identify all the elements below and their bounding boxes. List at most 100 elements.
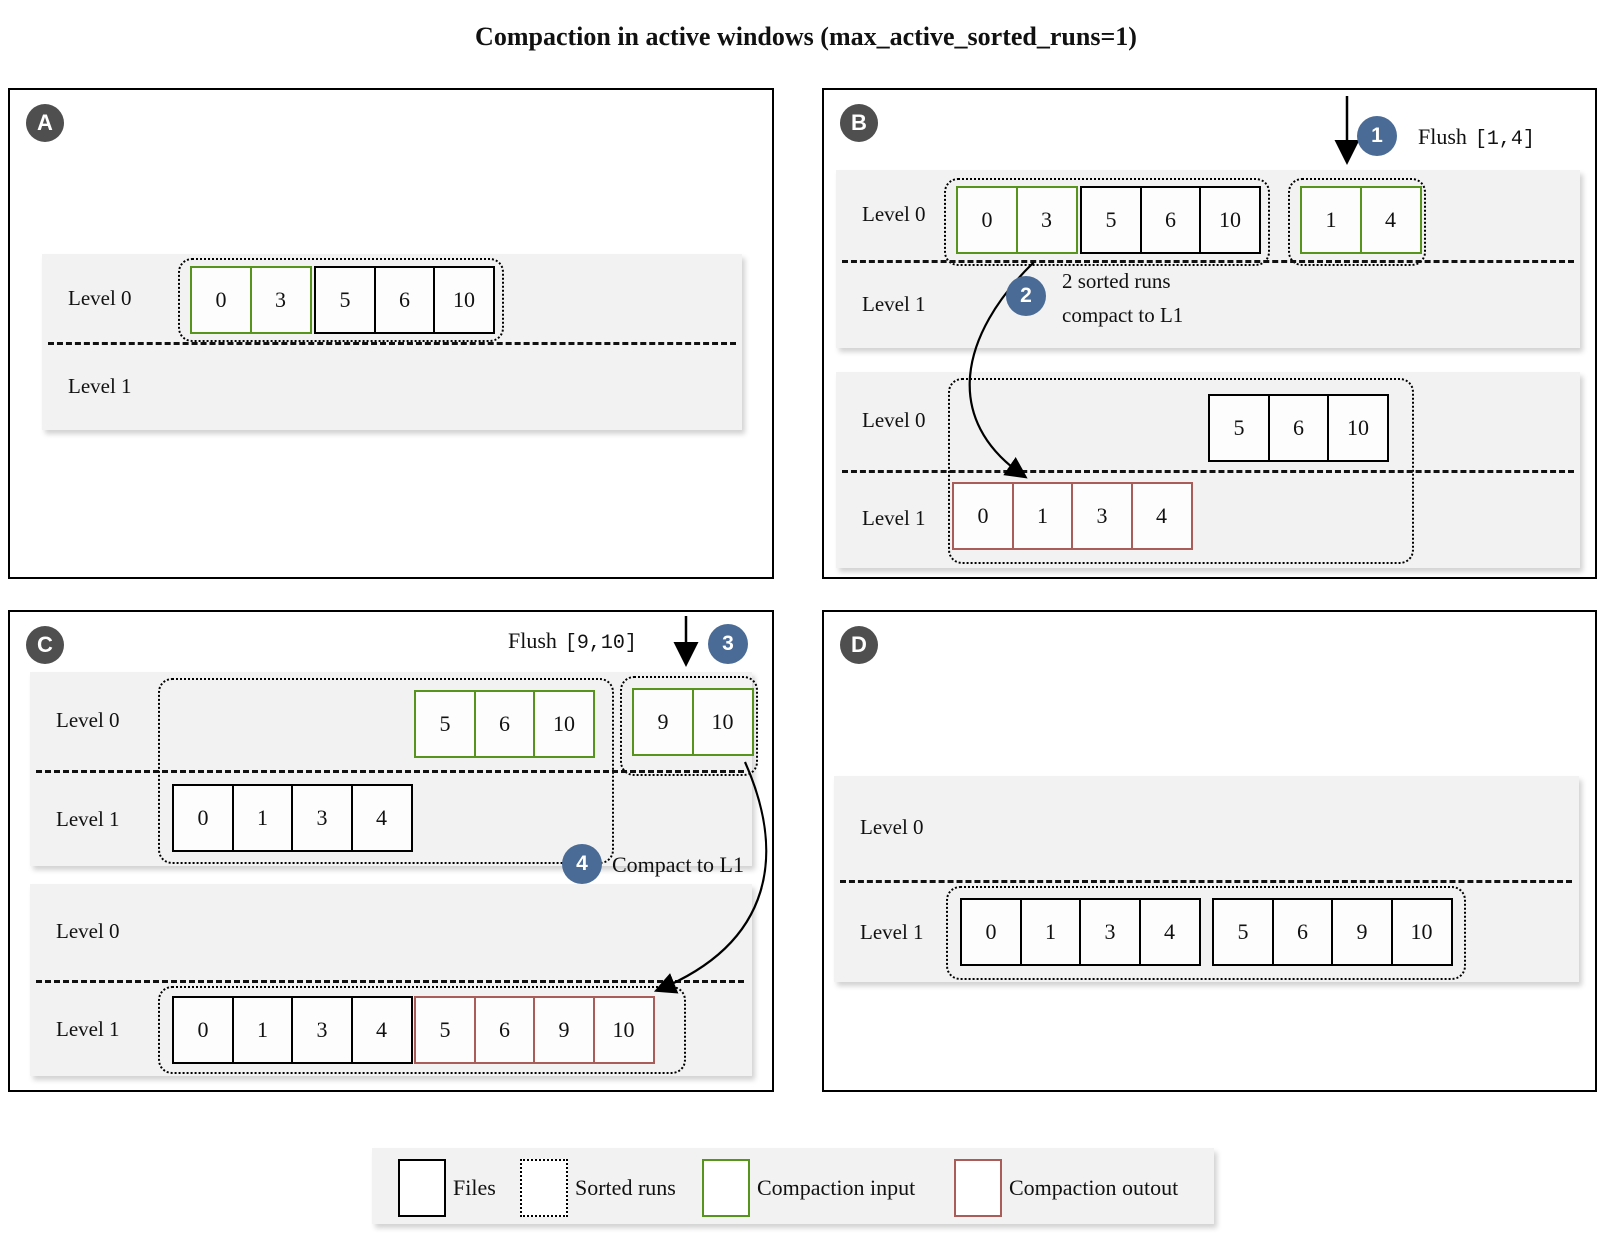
sorted-run-outline [158,986,686,1074]
file-box: 0 [190,266,252,334]
level-label: Level 0 [56,707,120,732]
files-swatch [398,1159,446,1217]
file-box: 10 [1390,898,1453,966]
panel-d: D Level 0 Level 1 0 1 3 4 5 6 9 10 [822,610,1597,1092]
file-group: 5 6 10 [1080,186,1261,254]
level-label: Level 1 [68,373,132,398]
panel-c: C Flush [9,10] 3 Level 0 5 6 10 9 [8,610,774,1092]
level-divider [48,342,736,345]
file-box: 6 [1139,186,1202,254]
sorted-runs-swatch [520,1159,568,1217]
file-box: 3 [291,996,353,1064]
file-box: 1 [231,784,294,852]
file-box: 9 [533,996,595,1064]
legend-item-files: Files [398,1159,496,1217]
file-box: 10 [1199,186,1261,254]
file-group-compaction-output: 0 1 3 4 [952,482,1193,550]
compact-caption-line2: compact to L1 [1062,303,1184,327]
file-box: 3 [1071,482,1133,550]
file-group: 5 6 9 10 [1212,898,1453,966]
file-box: 3 [1079,898,1141,966]
file-box: 5 [314,266,376,334]
level-divider [842,260,1574,263]
file-box: 3 [249,266,312,334]
sorted-run-outline [946,886,1466,980]
flush-range: [1,4] [1474,128,1535,151]
file-box: 6 [1271,898,1334,966]
file-box: 3 [1015,186,1078,254]
file-box: 5 [1212,898,1274,966]
file-group-flushed: 1 4 [1300,186,1422,254]
file-box: 6 [473,996,536,1064]
step-badge-2: 2 [1006,276,1046,316]
file-box: 10 [1327,394,1389,462]
file-box: 1 [231,996,294,1064]
level-band: Level 0 0 3 5 6 10 Level 1 [42,254,742,430]
level-label: Level 1 [56,1016,120,1041]
file-group: 0 1 3 4 [960,898,1201,966]
step-badge-4: 4 [562,844,602,884]
file-group: 5 6 10 [1208,394,1389,462]
panel-badge-a: A [26,104,64,142]
panel-badge-c: C [26,626,64,664]
panel-b: B 1 Flush[1,4] Level 0 0 3 5 6 [822,88,1597,579]
file-box: 1 [1300,186,1362,254]
file-box: 1 [1019,898,1082,966]
file-box: 10 [691,688,754,756]
legend-label: Sorted runs [575,1175,676,1200]
panel-badge-b: B [840,104,878,142]
flush-caption: Flush [9,10] [508,628,637,655]
file-box: 1 [1011,482,1074,550]
level-label: Level 1 [860,919,924,944]
file-box: 5 [414,996,476,1064]
file-box: 0 [952,482,1014,550]
flush-caption: Flush[1,4] [1418,124,1535,151]
file-group-flushed: 9 10 [632,688,754,756]
file-box: 5 [1080,186,1142,254]
flush-label: Flush [508,628,557,653]
compact-caption: 2 sorted runs compact to L1 [1062,264,1183,332]
level-label: Level 1 [56,806,120,831]
legend-label: Compaction outout [1009,1175,1179,1200]
file-box: 4 [1138,898,1201,966]
file-box: 4 [1359,186,1422,254]
file-group-compaction-input: 0 3 [190,266,312,334]
file-box: 9 [632,688,694,756]
panel-a: A Level 0 0 3 5 6 10 Level 1 [8,88,774,579]
level-label: Level 0 [860,814,924,839]
level-band: Level 0 Level 1 0 1 3 4 5 6 9 10 [834,776,1579,982]
level-band: Level 0 5 6 10 Level 1 0 1 3 4 [836,372,1580,568]
file-box: 3 [291,784,353,852]
level-label: Level 1 [862,291,926,316]
level-label: Level 0 [68,285,132,310]
legend-label: Files [453,1175,496,1200]
diagram-title: Compaction in active windows (max_active… [475,22,1137,51]
file-box: 6 [1267,394,1330,462]
compaction-output-swatch [954,1159,1002,1217]
step-badge-1: 1 [1357,116,1397,156]
file-group-compaction-input: 0 3 [956,186,1078,254]
file-group: 0 1 3 4 [172,784,413,852]
flush-range: [9,10] [564,632,637,655]
level-band: Level 0 Level 1 0 1 3 4 5 6 9 10 [30,884,752,1076]
compaction-input-swatch [702,1159,750,1217]
level-divider [842,470,1574,473]
legend-label: Compaction input [757,1175,916,1200]
file-box: 5 [414,690,476,758]
level-label: Level 0 [56,918,120,943]
legend-item-compaction-input: Compaction input [702,1159,915,1217]
file-group: 0 1 3 4 [172,996,413,1064]
file-box: 0 [960,898,1022,966]
file-box: 10 [533,690,595,758]
legend-item-sorted-runs: Sorted runs [520,1159,676,1217]
file-box: 9 [1331,898,1393,966]
level-label: Level 0 [862,201,926,226]
compact-caption: Compact to L1 [612,852,744,877]
compact-caption-line1: 2 sorted runs [1062,269,1171,293]
step-badge-3: 3 [708,624,748,664]
file-group: 5 6 10 [314,266,495,334]
file-box: 4 [350,996,413,1064]
file-box: 4 [1130,482,1193,550]
level-label: Level 0 [862,407,926,432]
